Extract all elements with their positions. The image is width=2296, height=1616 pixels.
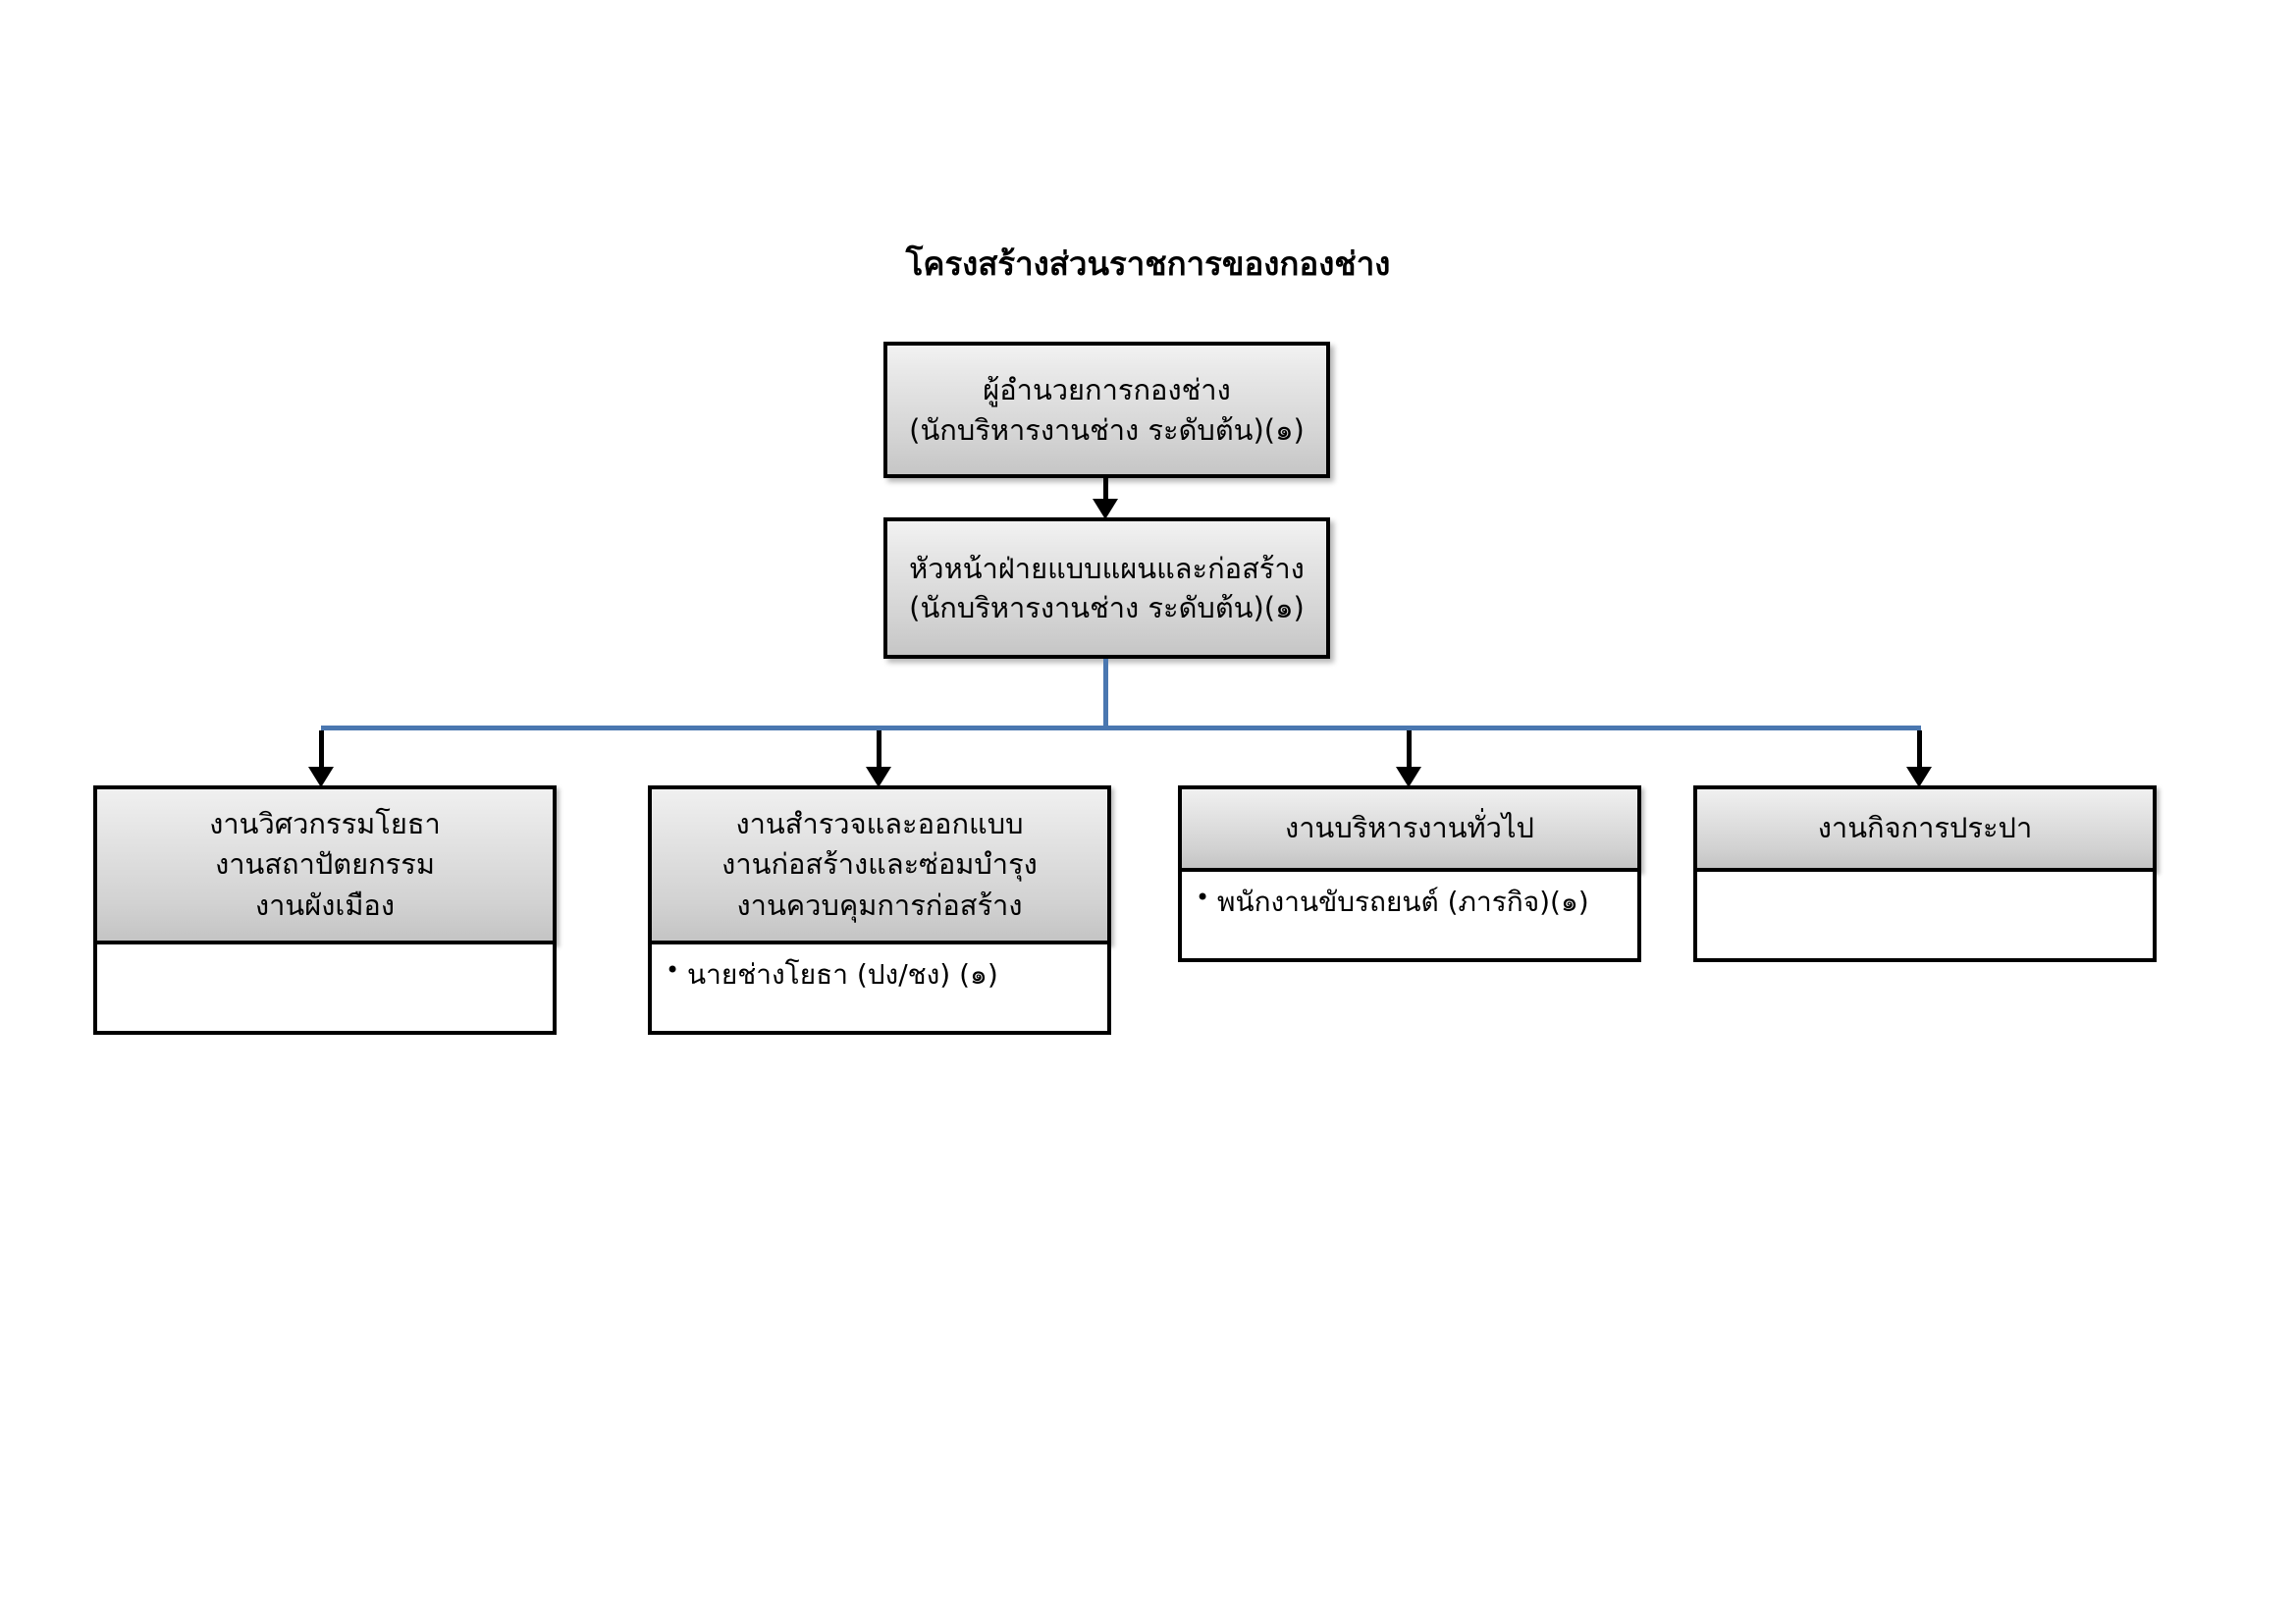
node-chief: หัวหน้าฝ่ายแบบแผนและก่อสร้าง (นักบริหารง… — [883, 517, 1330, 659]
connector-director-to-chief — [1103, 478, 1108, 503]
division-2-staff-list: นายช่างโยธา (ปง/ชง) (๑) — [648, 944, 1111, 1035]
arrow-head-chief-icon — [1093, 499, 1118, 519]
division-4-header-text: งานกิจการประปา — [1697, 808, 2153, 848]
division-3-staff-items: พนักงานขับรถยนต์ (ภารกิจ)(๑) — [1196, 882, 1629, 921]
connector-drop-1 — [319, 730, 324, 773]
connector-drop-4 — [1917, 730, 1922, 773]
division-3-header-line-1: งานบริหารงานทั่วไป — [1285, 811, 1534, 845]
list-item: นายช่างโยธา (ปง/ชง) (๑) — [666, 954, 1099, 994]
division-1-header-line-2: งานสถาปัตยกรรม — [215, 847, 435, 882]
connector-trunk-vertical — [1103, 659, 1108, 729]
division-1-staff-list — [93, 944, 557, 1035]
division-1-header-text: งานวิศวกรรมโยธา งานสถาปัตยกรรม งานผังเมื… — [97, 804, 553, 926]
division-1: งานวิศวกรรมโยธา งานสถาปัตยกรรม งานผังเมื… — [93, 785, 557, 1035]
division-3-staff-list: พนักงานขับรถยนต์ (ภารกิจ)(๑) — [1178, 872, 1641, 962]
division-1-header: งานวิศวกรรมโยธา งานสถาปัตยกรรม งานผังเมื… — [93, 785, 557, 944]
connector-horizontal-bus — [321, 726, 1921, 730]
connector-drop-2 — [877, 730, 881, 773]
division-2: งานสำรวจและออกแบบ งานก่อสร้างและซ่อมบำรุ… — [648, 785, 1111, 1035]
division-2-header-line-1: งานสำรวจและออกแบบ — [735, 807, 1024, 841]
division-2-header-text: งานสำรวจและออกแบบ งานก่อสร้างและซ่อมบำรุ… — [652, 804, 1107, 926]
division-3-header: งานบริหารงานทั่วไป — [1178, 785, 1641, 872]
node-chief-text: หัวหน้าฝ่ายแบบแผนและก่อสร้าง (นักบริหารง… — [897, 549, 1316, 627]
division-3: งานบริหารงานทั่วไป พนักงานขับรถยนต์ (ภาร… — [1178, 785, 1641, 962]
node-chief-line1: หัวหน้าฝ่ายแบบแผนและก่อสร้าง — [909, 551, 1305, 585]
arrow-head-division-1-icon — [308, 767, 334, 787]
page-title: โครงสร้างส่วนราชการของกองช่าง — [905, 244, 1391, 283]
division-3-header-text: งานบริหารงานทั่วไป — [1182, 808, 1637, 848]
node-director-line2: (นักบริหารงานช่าง ระดับต้น)(๑) — [909, 412, 1305, 447]
node-chief-line2: (นักบริหารงานช่าง ระดับต้น)(๑) — [909, 591, 1305, 624]
node-director-line1: ผู้อำนวยการกองช่าง — [983, 373, 1231, 407]
node-director: ผู้อำนวยการกองช่าง (นักบริหารงานช่าง ระด… — [883, 342, 1330, 478]
division-2-staff-items: นายช่างโยธา (ปง/ชง) (๑) — [666, 954, 1099, 994]
division-2-header-line-2: งานก่อสร้างและซ่อมบำรุง — [721, 847, 1038, 882]
division-4-staff-list — [1693, 872, 2157, 962]
division-4-header-line-1: งานกิจการประปา — [1817, 811, 2033, 845]
division-2-header-line-3: งานควบคุมการก่อสร้าง — [736, 888, 1023, 922]
division-2-header: งานสำรวจและออกแบบ งานก่อสร้างและซ่อมบำรุ… — [648, 785, 1111, 944]
arrow-head-division-4-icon — [1906, 767, 1932, 787]
list-item: พนักงานขับรถยนต์ (ภารกิจ)(๑) — [1196, 882, 1629, 921]
node-director-text: ผู้อำนวยการกองช่าง (นักบริหารงานช่าง ระด… — [897, 370, 1316, 449]
division-4: งานกิจการประปา — [1693, 785, 2157, 962]
arrow-head-division-2-icon — [866, 767, 891, 787]
division-1-header-line-1: งานวิศวกรรมโยธา — [209, 807, 441, 841]
division-1-header-line-3: งานผังเมือง — [254, 888, 396, 922]
arrow-head-division-3-icon — [1396, 767, 1421, 787]
connector-drop-3 — [1407, 730, 1412, 773]
division-4-header: งานกิจการประปา — [1693, 785, 2157, 872]
